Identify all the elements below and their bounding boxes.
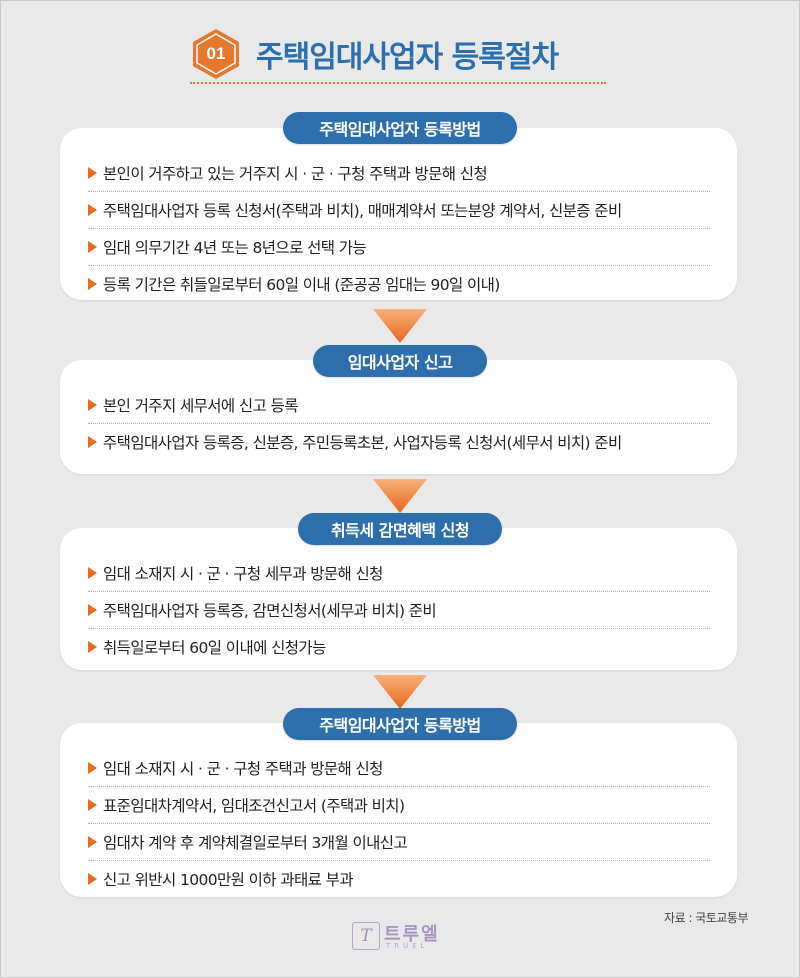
list-item-text: 등록 기간은 취들일로부터 60일 이내 (준공공 임대는 90일 이내) (103, 275, 500, 294)
list-item: 주택임대사업자 등록증, 감면신청서(세무과 비치) 준비 (88, 591, 710, 629)
triangle-bullet-icon (88, 798, 97, 811)
logo: T 트루엘 TRUEL (352, 918, 452, 954)
section-card-registration: 본인이 거주하고 있는 거주지 시 · 군 · 구청 주택과 방문해 신청 주택… (60, 128, 737, 300)
section-card-business-report: 본인 거주지 세무서에 신고 등록 주택임대사업자 등록증, 신분증, 주민등록… (60, 360, 737, 474)
triangle-bullet-icon (88, 640, 97, 653)
step-number: 01 (206, 44, 226, 63)
list-item: 등록 기간은 취들일로부터 60일 이내 (준공공 임대는 90일 이내) (88, 265, 710, 302)
down-arrow-icon (373, 479, 427, 513)
list-item-text: 주택임대사업자 등록 신청서(주택과 비치), 매매계약서 또는분양 계약서, … (103, 201, 622, 220)
list-item: 본인이 거주하고 있는 거주지 시 · 군 · 구청 주택과 방문해 신청 (88, 154, 710, 192)
triangle-bullet-icon (88, 872, 97, 885)
list-item: 임대 의무기간 4년 또는 8년으로 선택 가능 (88, 228, 710, 266)
list-item-text: 주택임대사업자 등록증, 신분증, 주민등록초본, 사업자등록 신청서(세무서 … (103, 433, 622, 452)
source-caption: 자료 : 국토교통부 (664, 911, 748, 925)
list-item-text: 본인 거주지 세무서에 신고 등록 (103, 396, 298, 415)
list-item: 취득일로부터 60일 이내에 신청가능 (88, 628, 710, 665)
triangle-bullet-icon (88, 603, 97, 616)
triangle-bullet-icon (88, 277, 97, 290)
list-item: 주택임대사업자 등록 신청서(주택과 비치), 매매계약서 또는분양 계약서, … (88, 191, 710, 229)
header: 01 주택임대사업자 등록절차 (190, 26, 610, 82)
section-card-lease-report: 임대 소재지 시 · 군 · 구청 주택과 방문해 신청 표준임대차계약서, 임… (60, 723, 737, 897)
list-item: 임대 소재지 시 · 군 · 구청 세무과 방문해 신청 (88, 554, 710, 592)
hexagon-badge-icon (193, 29, 239, 79)
section-title-business-report: 임대사업자 신고 (313, 345, 487, 377)
list-item: 임대차 계약 후 계약체결일로부터 3개월 이내신고 (88, 823, 710, 861)
logo-mark-icon: T (352, 922, 380, 950)
list-item: 임대 소재지 시 · 군 · 구청 주택과 방문해 신청 (88, 749, 710, 787)
triangle-bullet-icon (88, 398, 97, 411)
list-item-text: 신고 위반시 1000만원 이하 과태료 부과 (103, 870, 354, 889)
page-title: 주택임대사업자 등록절차 (256, 40, 559, 75)
logo-text: 트루엘 (384, 924, 440, 945)
triangle-bullet-icon (88, 761, 97, 774)
down-arrow-icon (373, 309, 427, 343)
list-item: 본인 거주지 세무서에 신고 등록 (88, 386, 710, 424)
logo-subtext: TRUEL (386, 942, 429, 950)
triangle-bullet-icon (88, 240, 97, 253)
triangle-bullet-icon (88, 835, 97, 848)
title-underline (190, 82, 606, 84)
list-item: 주택임대사업자 등록증, 신분증, 주민등록초본, 사업자등록 신청서(세무서 … (88, 423, 710, 460)
list-item-text: 취득일로부터 60일 이내에 신청가능 (103, 638, 326, 657)
section-title-tax-reduction: 취득세 감면혜택 신청 (298, 513, 502, 545)
list-item-text: 본인이 거주하고 있는 거주지 시 · 군 · 구청 주택과 방문해 신청 (103, 164, 488, 183)
list-item-text: 임대 소재지 시 · 군 · 구청 주택과 방문해 신청 (103, 759, 383, 778)
triangle-bullet-icon (88, 203, 97, 216)
list-item-text: 표준임대차계약서, 임대조건신고서 (주택과 비치) (103, 796, 405, 815)
section-title-registration: 주택임대사업자 등록방법 (283, 112, 517, 144)
down-arrow-icon (373, 675, 427, 709)
list-item: 신고 위반시 1000만원 이하 과태료 부과 (88, 860, 710, 897)
section-card-tax-reduction: 임대 소재지 시 · 군 · 구청 세무과 방문해 신청 주택임대사업자 등록증… (60, 528, 737, 670)
list-item-text: 주택임대사업자 등록증, 감면신청서(세무과 비치) 준비 (103, 601, 437, 620)
triangle-bullet-icon (88, 166, 97, 179)
list-item-text: 임대 소재지 시 · 군 · 구청 세무과 방문해 신청 (103, 564, 383, 583)
section-title-lease-report: 주택임대사업자 등록방법 (283, 708, 517, 740)
triangle-bullet-icon (88, 566, 97, 579)
list-item-text: 임대 의무기간 4년 또는 8년으로 선택 가능 (103, 238, 367, 257)
list-item-text: 임대차 계약 후 계약체결일로부터 3개월 이내신고 (103, 833, 408, 852)
list-item: 표준임대차계약서, 임대조건신고서 (주택과 비치) (88, 786, 710, 824)
triangle-bullet-icon (88, 435, 97, 448)
